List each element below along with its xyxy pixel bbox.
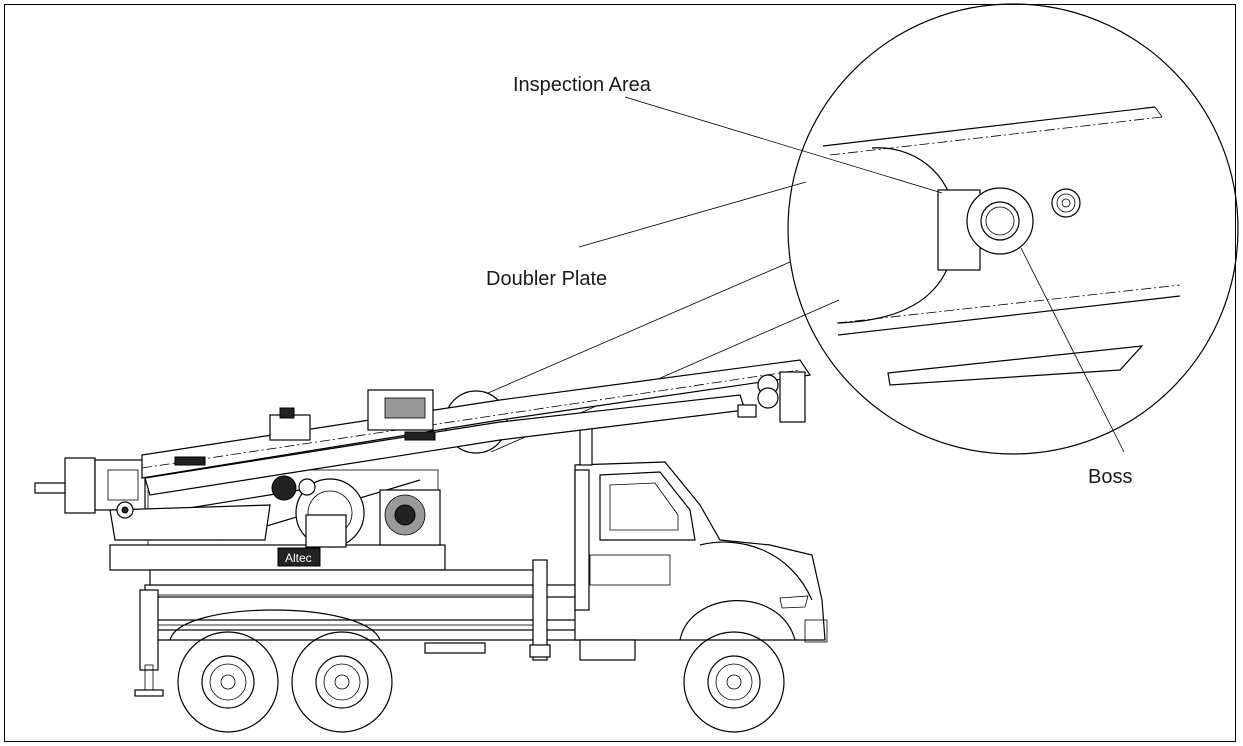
inspection-area-label: Inspection Area <box>513 74 651 96</box>
detail-circle <box>787 3 1239 455</box>
cab <box>574 461 826 641</box>
auger-head <box>64 457 96 514</box>
logo-text: Altec <box>285 551 312 565</box>
wheel-rear-2 <box>291 631 393 733</box>
boss-outer <box>966 187 1034 255</box>
boom-assembly <box>34 359 812 548</box>
doubler-plate-label: Doubler Plate <box>486 268 608 290</box>
logo-plate <box>277 547 321 567</box>
boom <box>141 359 812 479</box>
wheel-rear-1 <box>177 631 279 733</box>
detail-view <box>787 3 1239 455</box>
truck: Altec <box>109 414 828 733</box>
boss-label: Boss <box>1088 466 1133 488</box>
bolt <box>1051 188 1081 218</box>
wheel-front <box>683 631 785 733</box>
